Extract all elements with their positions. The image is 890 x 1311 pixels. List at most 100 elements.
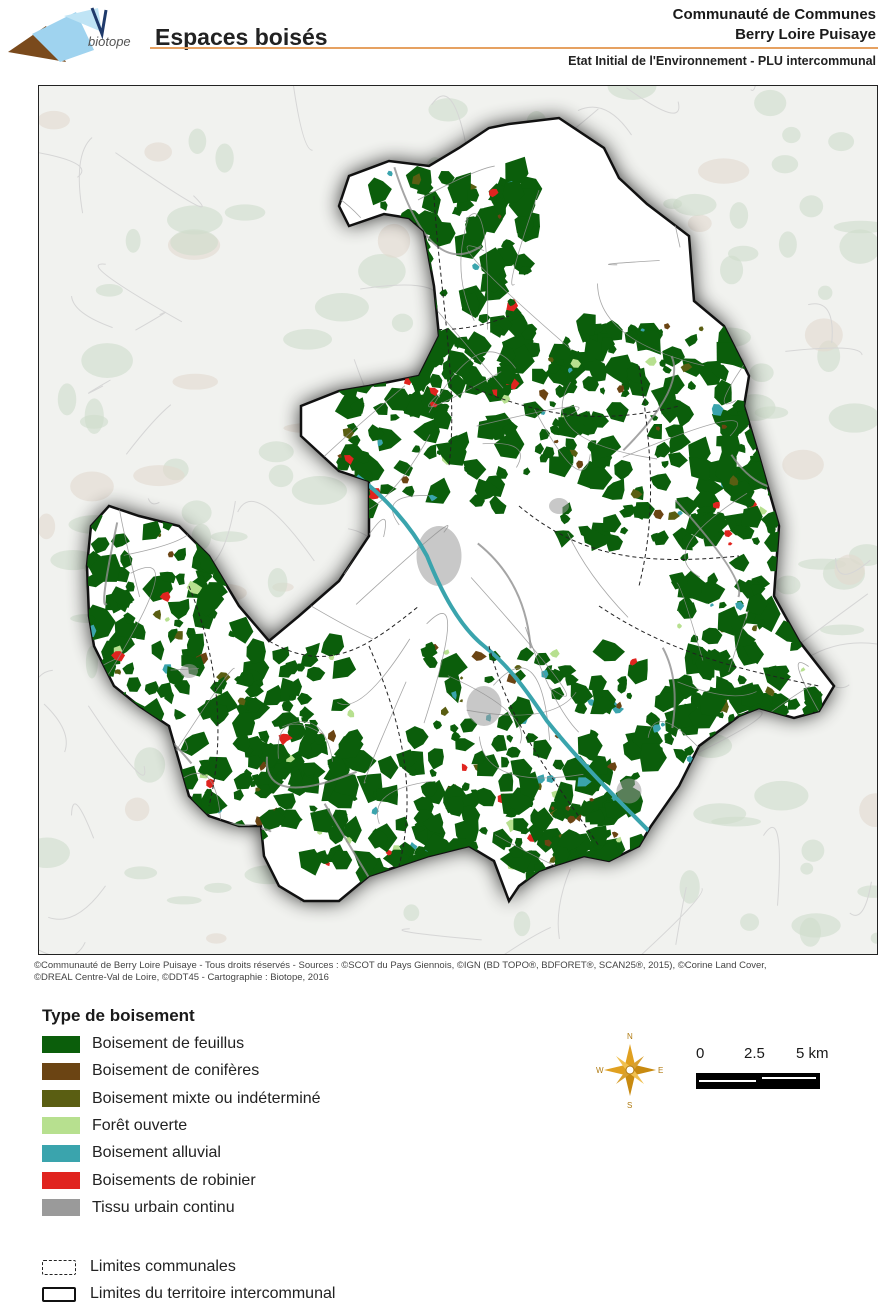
forest-patch-feuillus xyxy=(560,513,571,525)
forest-patch-feuillus xyxy=(662,346,685,367)
forest-patch-feuillus xyxy=(622,504,635,516)
forest-patch-feuillus xyxy=(791,509,800,521)
forest-patch-feuillus xyxy=(582,528,606,549)
forest-patch-mixte xyxy=(630,489,643,499)
forest-patch-feuillus xyxy=(665,424,685,440)
forest-patch-feuillus xyxy=(377,755,399,780)
map-frame xyxy=(38,85,878,955)
forest-patch-feuillus xyxy=(492,324,504,338)
forest-patch-mixte xyxy=(668,511,680,520)
forest-patch-feuillus xyxy=(174,619,184,628)
forest-patch-feuillus xyxy=(361,469,373,483)
forest-patch-feuillus xyxy=(728,713,735,723)
forest-patch-feuillus xyxy=(589,809,606,825)
forest-patch-feuillus xyxy=(423,444,437,460)
forest-patch-feuillus xyxy=(467,188,480,202)
forest-patch-mixte xyxy=(411,173,422,185)
forest-patch-feuillus xyxy=(248,754,264,770)
forest-patch-feuillus xyxy=(202,850,220,869)
forest-patch-foret_ouverte xyxy=(230,860,240,869)
forest-patch-feuillus xyxy=(671,401,694,428)
legend-label-feuillus: Boisement de feuillus xyxy=(92,1035,245,1052)
forest-patch-feuillus xyxy=(427,748,444,770)
forest-patch-feuillus xyxy=(474,478,501,501)
forest-patch-feuillus xyxy=(628,329,638,339)
forest-patch-feuillus xyxy=(668,452,688,468)
forest-patch-feuillus xyxy=(405,726,429,750)
forest-patch-feuillus xyxy=(229,616,254,644)
forest-patch-coniferes xyxy=(561,870,568,877)
forest-patch-mixte xyxy=(758,419,772,432)
forest-patch-robinier xyxy=(278,733,293,746)
forest-patch-feuillus xyxy=(741,505,763,528)
forest-patch-feuillus xyxy=(180,731,210,756)
forest-patch-feuillus xyxy=(562,336,571,346)
forest-patch-feuillus xyxy=(501,239,515,250)
forest-patch-feuillus xyxy=(577,732,603,761)
forest-patch-feuillus xyxy=(382,332,404,349)
forest-patch-feuillus xyxy=(690,634,699,643)
forest-patch-feuillus xyxy=(109,586,133,608)
forest-patch-feuillus xyxy=(409,769,417,776)
forest-patch-feuillus xyxy=(420,781,438,798)
forest-patch-feuillus xyxy=(90,537,110,554)
forest-patch-feuillus xyxy=(640,743,667,772)
legend-label-alluvial: Boisement alluvial xyxy=(92,1144,221,1162)
forest-patch-feuillus xyxy=(429,373,443,389)
forest-patch-coniferes xyxy=(327,729,337,743)
forest-patch-mixte xyxy=(569,449,578,458)
forest-patch-feuillus xyxy=(338,733,364,760)
forest-patch-coniferes xyxy=(554,439,559,444)
forest-patch-mixte xyxy=(729,475,739,486)
legend-item-mixte: Boisement mixte ou indéterminé xyxy=(42,1088,321,1110)
page-title: Espaces boisés xyxy=(155,24,328,50)
forest-patch-coniferes xyxy=(576,460,584,469)
forest-patch-alluvial xyxy=(203,848,213,858)
forest-patch-feuillus xyxy=(489,495,507,514)
forest-patch-feuillus xyxy=(189,826,209,843)
forest-patch-feuillus xyxy=(717,712,724,719)
forest-patch-coniferes xyxy=(550,806,555,810)
forest-patch-feuillus xyxy=(332,657,357,679)
forest-patch-robinier xyxy=(712,501,720,509)
forest-patch-coniferes xyxy=(401,476,410,484)
forest-patch-feuillus xyxy=(159,571,176,584)
forest-patch-feuillus xyxy=(646,712,660,727)
org-name-line1: Communauté de Communes xyxy=(672,6,876,23)
forest-patch-robinier xyxy=(728,542,733,546)
forest-patch-feuillus xyxy=(536,828,565,853)
legend-swatch-limit-solid xyxy=(42,1286,76,1302)
forest-patch-feuillus xyxy=(287,769,303,786)
forest-patch-feuillus xyxy=(650,473,672,491)
forest-patch-feuillus xyxy=(346,422,358,434)
forest-patch-feuillus xyxy=(533,807,554,832)
forest-patch-feuillus xyxy=(461,791,480,811)
legend-item-robinier: Boisements de robinier xyxy=(42,1170,256,1192)
forest-patch-feuillus xyxy=(737,675,747,685)
forest-patch-feuillus xyxy=(650,532,659,542)
forest-patch-feuillus xyxy=(585,338,609,362)
forest-patch-feuillus xyxy=(523,467,531,476)
forest-patch-feuillus xyxy=(658,329,663,337)
forest-patch-feuillus xyxy=(590,695,617,715)
biotope-logo: biotope xyxy=(8,7,131,62)
forest-patch-feuillus xyxy=(699,688,727,717)
forest-patch-coniferes xyxy=(589,798,595,802)
forest-patch-coniferes xyxy=(721,424,728,429)
forest-patch-feuillus xyxy=(402,485,415,498)
forest-patch-feuillus xyxy=(547,361,561,374)
forest-patch-feuillus xyxy=(223,835,234,846)
forest-patch-feuillus xyxy=(664,731,673,745)
forest-patch-mixte xyxy=(356,480,363,487)
forest-patch-feuillus xyxy=(421,191,441,215)
legend-label-robinier: Boisements de robinier xyxy=(92,1171,256,1189)
forest-patch-feuillus xyxy=(518,266,532,275)
forest-patch-feuillus xyxy=(682,358,707,377)
forest-patch-feuillus xyxy=(228,630,236,638)
forest-patch-feuillus xyxy=(242,673,255,686)
forest-patch-feuillus xyxy=(198,759,210,770)
forest-patch-feuillus xyxy=(565,438,577,452)
forest-patch-feuillus xyxy=(688,436,711,465)
forest-patch-alluvial xyxy=(541,669,549,679)
forest-patch-mixte xyxy=(514,665,522,671)
